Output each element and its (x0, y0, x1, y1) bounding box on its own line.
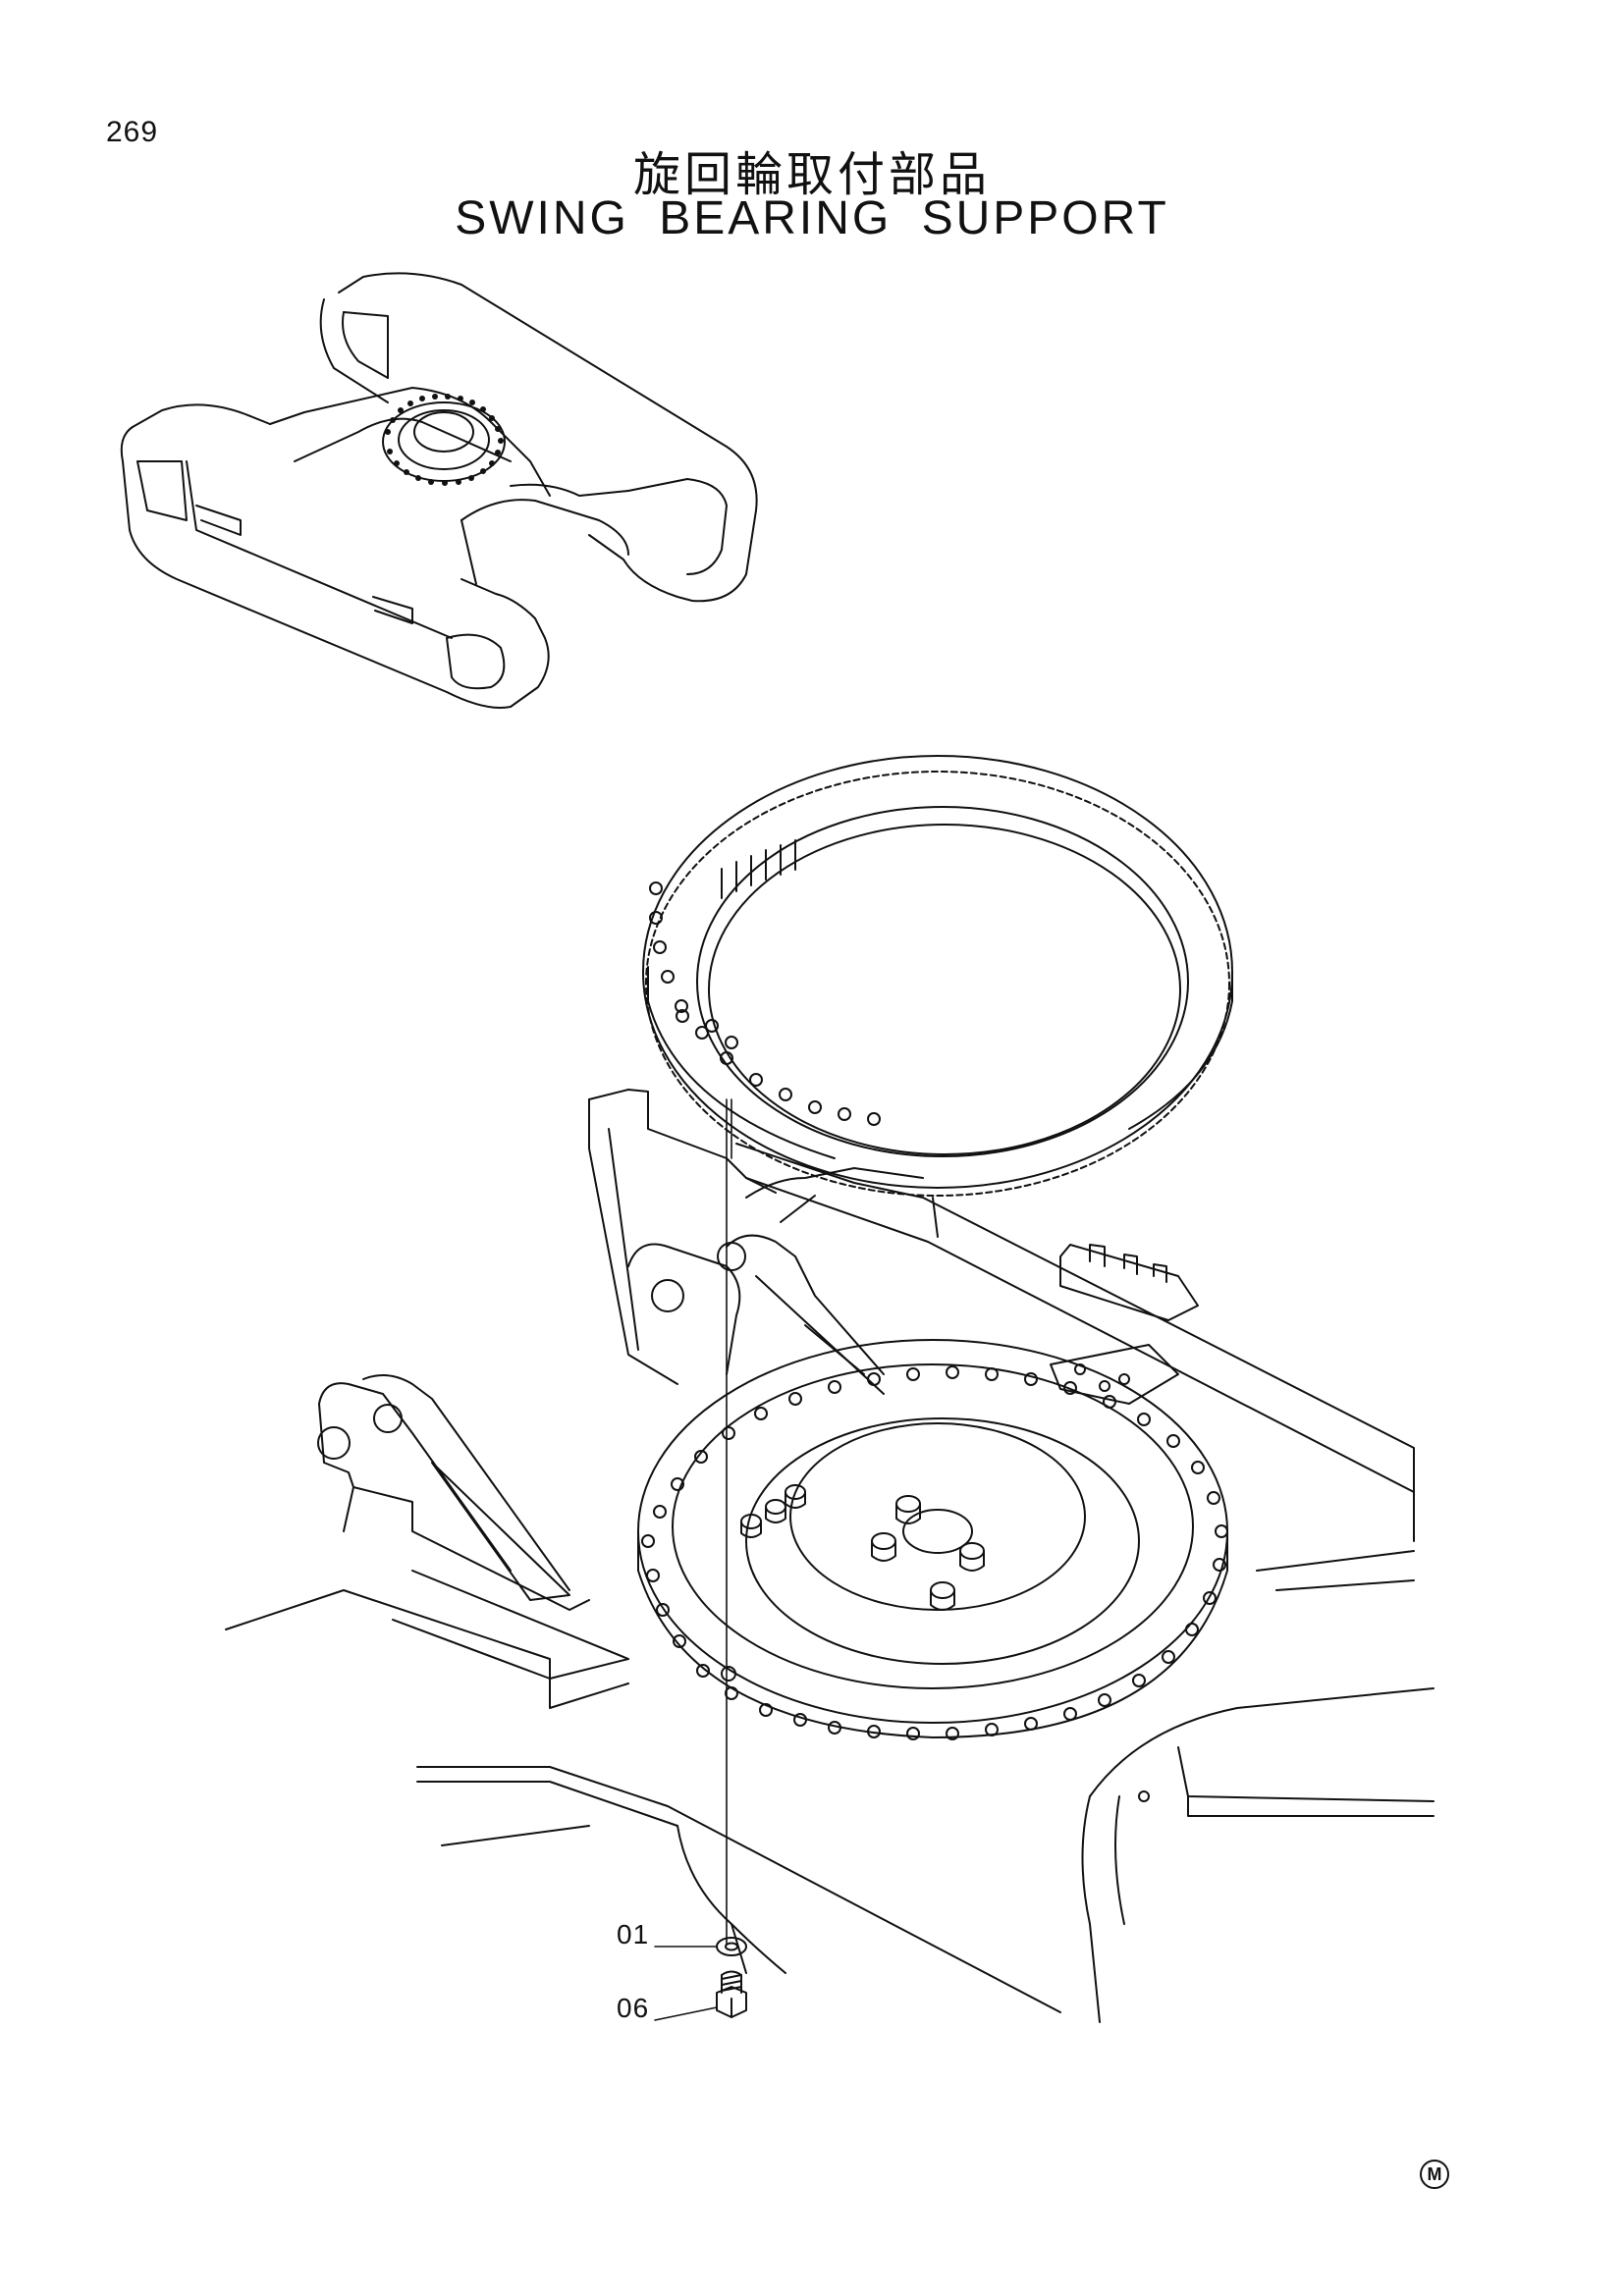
assembly-centerline (721, 1098, 736, 1945)
upper-frame (225, 1089, 1435, 2023)
hex-bolt-icon (716, 1970, 747, 2018)
washer-icon (716, 1937, 747, 1956)
page-number: 269 (106, 116, 159, 148)
callout-06: 06 (617, 1993, 650, 2023)
swing-bearing-ring (642, 755, 1233, 1197)
page-title-japanese: 旋回輪取付部品 (632, 147, 991, 202)
support-bolt-holes (641, 1365, 1228, 1740)
leader-line-06 (654, 2006, 718, 2021)
bearing-bolt-holes (649, 881, 881, 1126)
page-title-english: SWING BEARING SUPPORT (455, 192, 1169, 244)
callout-01: 01 (617, 1919, 650, 1949)
circled-m-icon: M (1420, 2160, 1449, 2189)
center-bosses (740, 1484, 985, 1611)
undercarriage-overview (120, 272, 758, 709)
